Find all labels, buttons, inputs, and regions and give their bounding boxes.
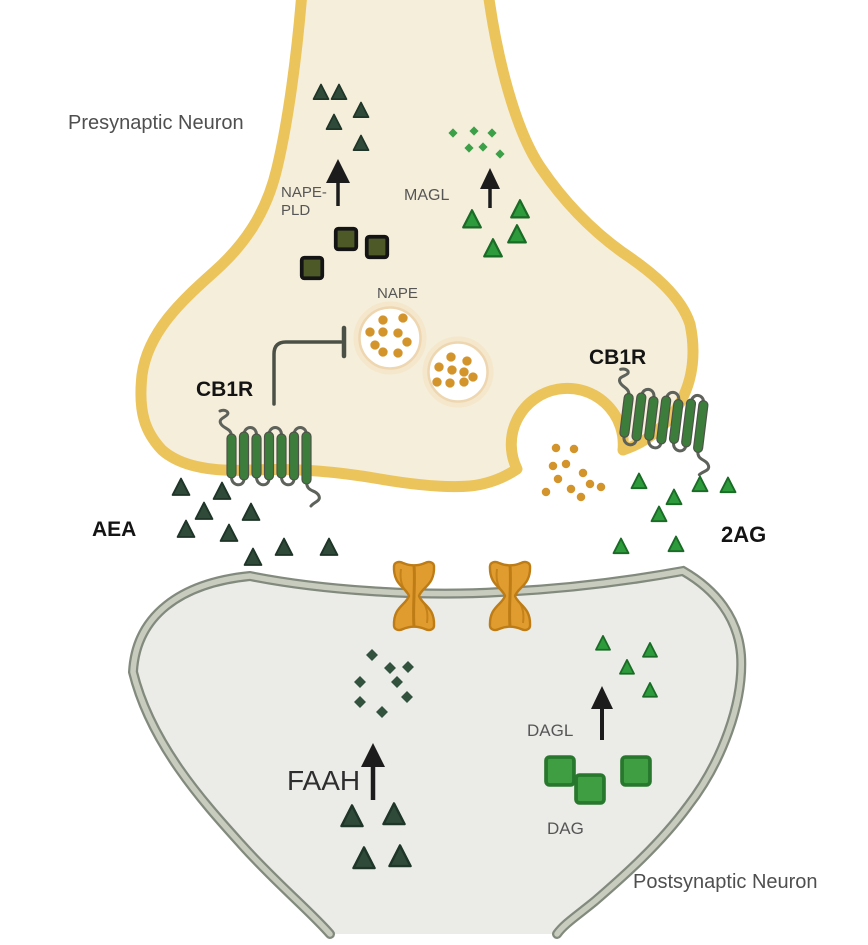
faah-label: FAAH [287,765,360,796]
cb1r-inhibition-connector [272,325,347,406]
released-dots [541,443,606,502]
magl-up-arrow [480,168,500,208]
arrow-layer [326,159,613,800]
two-ag-label: 2AG [721,522,766,547]
cb1r-right-label: CB1R [589,346,646,369]
two-ag-cleft-triangles [614,474,736,554]
nape-pld-up-arrow [326,159,350,206]
magl-label: MAGL [404,187,449,204]
label-layer: Presynaptic Neuron Postsynaptic Neuron C… [68,112,818,893]
nape-pld-label-line2: PLD [281,202,310,219]
aea-label: AEA [92,518,136,541]
nape-vesicle-1 [353,301,427,375]
dagl-label: DAGL [527,721,573,740]
nape-label: NAPE [377,285,418,302]
nape-vesicle-2 [422,336,494,408]
nape-pld-label-line1: NAPE- [281,184,327,201]
cb1r-left-label: CB1R [196,378,253,401]
presynaptic-neuron-body [135,0,699,493]
postsynaptic-neuron-label: Postsynaptic Neuron [633,871,818,893]
postsynaptic-neuron-body [133,571,742,934]
dag-label: DAG [547,819,584,838]
dagl-up-arrow [591,686,613,740]
faah-up-arrow [361,743,385,800]
presynaptic-neuron-label: Presynaptic Neuron [68,112,244,134]
